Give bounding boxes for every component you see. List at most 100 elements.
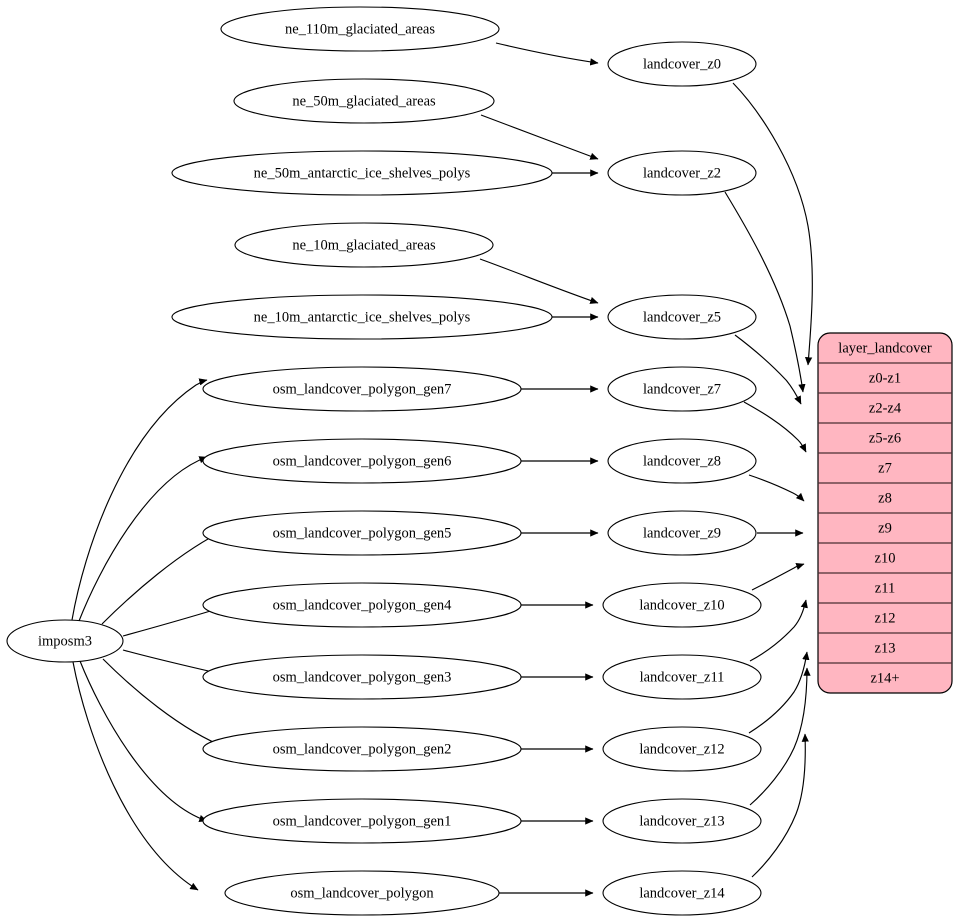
edge-imposm3-to-osm-landcover-polygon-gen7 <box>71 378 208 621</box>
node-shape-ne-10m-glaciated-areas <box>234 222 494 268</box>
node-shape-landcover-z13 <box>602 798 762 844</box>
record-row-z10[interactable]: z10 <box>818 543 952 573</box>
node-label-osm-landcover-polygon: osm_landcover_polygon <box>290 885 434 901</box>
node-shape-landcover-z14 <box>602 870 762 916</box>
node-label-landcover-z14: landcover_z14 <box>639 885 725 901</box>
edge-landcover-z7-to-record-row-3 <box>743 401 807 453</box>
edge-imposm3-to-osm-landcover-polygon-gen6 <box>78 456 208 622</box>
record-row-label-z10: z10 <box>875 550 896 566</box>
edge-landcover-z11-to-record-row-7 <box>749 599 808 662</box>
record-node-layer-landcover[interactable]: layer_landcover z0-z1 z2-z4 z5-z6 z7 z8 z9 z10 z… <box>817 332 953 694</box>
node-ne-10m-antarctic-ice-shelves-polys[interactable]: ne_10m_antarctic_ice_shelves_polys <box>171 294 553 340</box>
edge-imposm3-to-osm-landcover-polygon <box>72 661 199 891</box>
edge-imposm3-to-osm-landcover-polygon-gen1 <box>79 660 208 822</box>
node-landcover-z11[interactable]: landcover_z11 <box>602 654 762 700</box>
edge-landcover-z2-to-record-row-1 <box>724 191 806 393</box>
edge-landcover-z8-to-record-row-4 <box>748 474 805 502</box>
node-label-landcover-z13: landcover_z13 <box>639 813 724 829</box>
node-ne-50m-antarctic-ice-shelves-polys[interactable]: ne_50m_antarctic_ice_shelves_polys <box>171 150 553 196</box>
node-label-ne-50m-glaciated-areas: ne_50m_glaciated_areas <box>292 93 436 109</box>
record-row-label-z9: z9 <box>878 520 892 536</box>
node-shape-landcover-z8 <box>607 438 757 484</box>
node-label-landcover-z5: landcover_z5 <box>643 309 721 325</box>
node-landcover-z13[interactable]: landcover_z13 <box>602 798 762 844</box>
node-label-landcover-z12: landcover_z12 <box>639 741 724 757</box>
node-osm-landcover-polygon-gen3[interactable]: osm_landcover_polygon_gen3 <box>202 654 522 700</box>
node-osm-landcover-polygon-gen1[interactable]: osm_landcover_polygon_gen1 <box>202 798 522 844</box>
record-node-layer: layer_landcover z0-z1 z2-z4 z5-z6 z7 z8 z9 z10 z… <box>817 332 953 694</box>
node-landcover-z9[interactable]: landcover_z9 <box>607 510 757 556</box>
nodes-layer: imposm3 ne_110m_glaciated_areas ne_50m_gla… <box>6 6 762 916</box>
node-shape-osm-landcover-polygon-gen7 <box>202 366 522 412</box>
node-label-ne-10m-antarctic-ice-shelves-polys: ne_10m_antarctic_ice_shelves_polys <box>254 309 471 325</box>
edge-landcover-z0-to-record-row-0 <box>732 82 813 366</box>
node-label-osm-landcover-polygon-gen1: osm_landcover_polygon_gen1 <box>273 813 452 829</box>
record-row-z2-z4[interactable]: z2-z4 <box>818 393 952 423</box>
edge-ne-50m-glaciated-areas-to-landcover-z2 <box>480 114 599 160</box>
node-osm-landcover-polygon-gen7[interactable]: osm_landcover_polygon_gen7 <box>202 366 522 412</box>
record-row-z8[interactable]: z8 <box>818 483 952 513</box>
record-row-label-z14: z14+ <box>870 670 899 686</box>
node-landcover-z8[interactable]: landcover_z8 <box>607 438 757 484</box>
record-row-z9[interactable]: z9 <box>818 513 952 543</box>
node-landcover-z12[interactable]: landcover_z12 <box>602 726 762 772</box>
node-imposm3[interactable]: imposm3 <box>6 619 124 663</box>
node-label-landcover-z9: landcover_z9 <box>643 525 721 541</box>
node-osm-landcover-polygon-gen4[interactable]: osm_landcover_polygon_gen4 <box>202 582 522 628</box>
record-row-z5-z6[interactable]: z5-z6 <box>818 423 952 453</box>
node-shape-osm-landcover-polygon-gen1 <box>202 798 522 844</box>
node-label-osm-landcover-polygon-gen7: osm_landcover_polygon_gen7 <box>273 381 452 397</box>
node-label-landcover-z8: landcover_z8 <box>643 453 721 469</box>
node-ne-10m-glaciated-areas[interactable]: ne_10m_glaciated_areas <box>234 222 494 268</box>
record-row-label-z5-z6: z5-z6 <box>869 430 901 446</box>
record-row-label-z12: z12 <box>875 610 896 626</box>
record-row-label-z7: z7 <box>878 460 892 476</box>
node-osm-landcover-polygon-gen6[interactable]: osm_landcover_polygon_gen6 <box>202 438 522 484</box>
node-ne-50m-glaciated-areas[interactable]: ne_50m_glaciated_areas <box>233 78 495 124</box>
node-label-landcover-z7: landcover_z7 <box>643 381 721 397</box>
record-row-z12[interactable]: z12 <box>818 603 952 633</box>
record-row-z0-z1[interactable]: z0-z1 <box>818 363 952 393</box>
edge-ne-10m-glaciated-areas-to-landcover-z5 <box>479 258 599 304</box>
record-row-z13[interactable]: z13 <box>818 633 952 663</box>
node-shape-landcover-z0 <box>607 41 757 87</box>
edge-ne-110m-glaciated-areas-to-landcover-z0 <box>495 42 599 66</box>
node-osm-landcover-polygon-gen5[interactable]: osm_landcover_polygon_gen5 <box>202 510 522 556</box>
node-shape-landcover-z5 <box>607 294 757 340</box>
record-row-z7[interactable]: z7 <box>818 453 952 483</box>
node-shape-landcover-z7 <box>607 366 757 412</box>
node-label-osm-landcover-polygon-gen5: osm_landcover_polygon_gen5 <box>273 525 452 541</box>
node-shape-landcover-z12 <box>602 726 762 772</box>
node-ne-110m-glaciated-areas[interactable]: ne_110m_glaciated_areas <box>220 6 500 52</box>
record-row-label-z0-z1: z0-z1 <box>869 370 901 386</box>
node-shape-ne-10m-antarctic-ice-shelves-polys <box>171 294 553 340</box>
node-shape-ne-50m-antarctic-ice-shelves-polys <box>171 150 553 196</box>
node-label-osm-landcover-polygon-gen6: osm_landcover_polygon_gen6 <box>273 453 452 469</box>
node-landcover-z14[interactable]: landcover_z14 <box>602 870 762 916</box>
node-landcover-z2[interactable]: landcover_z2 <box>607 150 757 196</box>
node-osm-landcover-polygon[interactable]: osm_landcover_polygon <box>224 870 500 916</box>
node-landcover-z10[interactable]: landcover_z10 <box>602 582 762 628</box>
node-landcover-z5[interactable]: landcover_z5 <box>607 294 757 340</box>
node-label-ne-50m-antarctic-ice-shelves-polys: ne_50m_antarctic_ice_shelves_polys <box>254 165 471 181</box>
node-osm-landcover-polygon-gen2[interactable]: osm_landcover_polygon_gen2 <box>202 726 522 772</box>
node-landcover-z7[interactable]: landcover_z7 <box>607 366 757 412</box>
edge-imposm3-to-osm-landcover-polygon-gen2 <box>102 658 228 749</box>
record-row-label-z11: z11 <box>875 580 895 596</box>
node-shape-ne-50m-glaciated-areas <box>233 78 495 124</box>
node-shape-osm-landcover-polygon <box>224 870 500 916</box>
node-landcover-z0[interactable]: landcover_z0 <box>607 41 757 87</box>
record-header-label: layer_landcover <box>838 340 932 356</box>
record-row-z14[interactable]: z14+ <box>818 663 952 693</box>
node-label-landcover-z11: landcover_z11 <box>640 669 725 685</box>
node-shape-landcover-z9 <box>607 510 757 556</box>
node-shape-osm-landcover-polygon-gen4 <box>202 582 522 628</box>
node-label-osm-landcover-polygon-gen4: osm_landcover_polygon_gen4 <box>273 597 453 613</box>
record-row-label-z13: z13 <box>875 640 896 656</box>
edge-landcover-z12-to-record-row-8 <box>748 651 810 734</box>
record-row-z11[interactable]: z11 <box>818 573 952 603</box>
node-label-ne-110m-glaciated-areas: ne_110m_glaciated_areas <box>285 21 435 37</box>
edges-layer <box>71 42 813 897</box>
